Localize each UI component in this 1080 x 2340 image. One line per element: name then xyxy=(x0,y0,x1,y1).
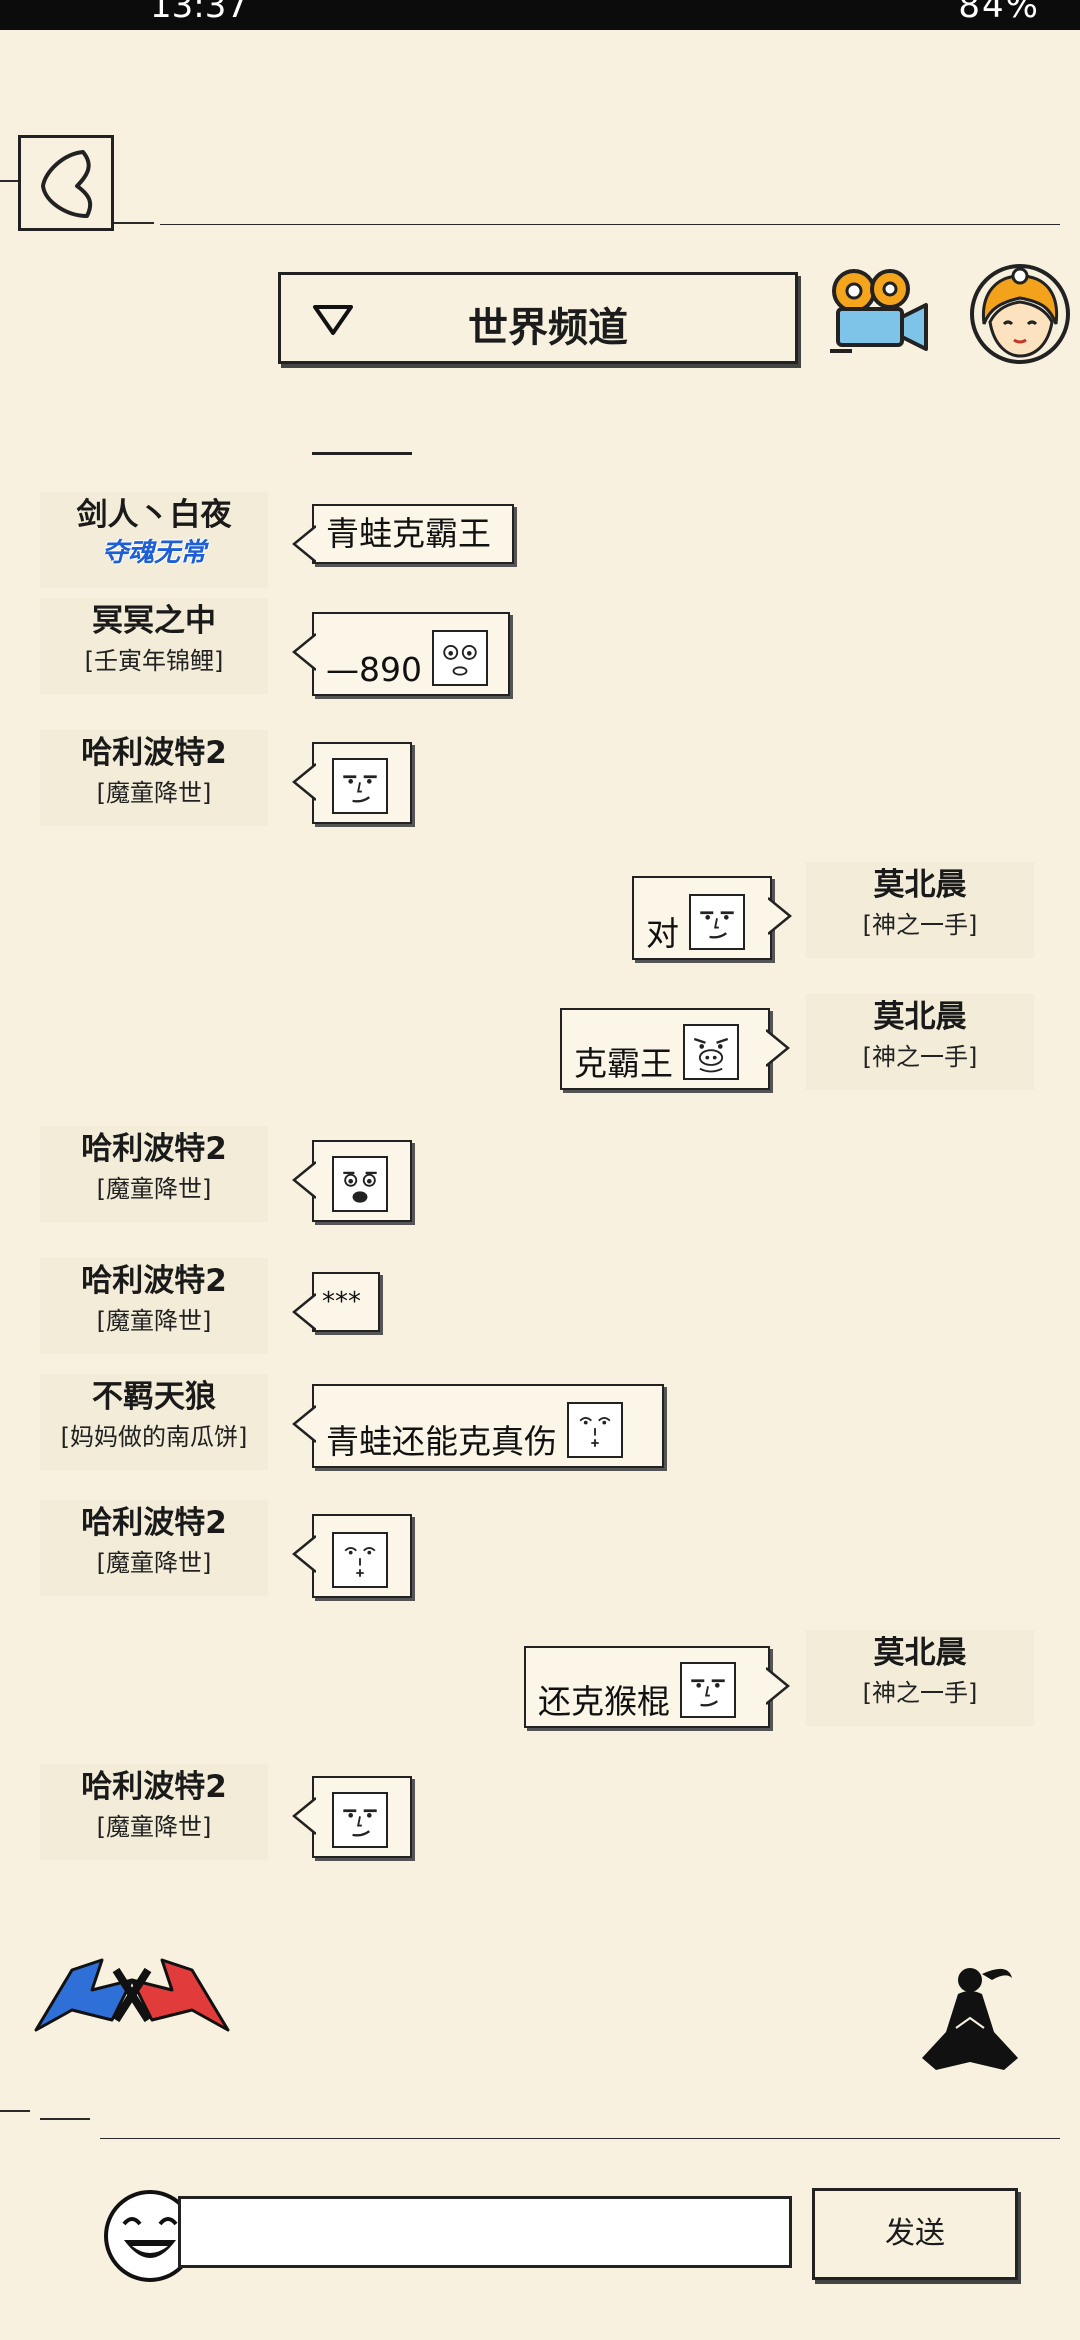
message-text: 克霸王 xyxy=(574,1044,673,1083)
blank-face-icon xyxy=(567,1402,623,1458)
bubble-tail xyxy=(292,763,316,801)
status-time: 13:37 xyxy=(150,0,248,26)
bubble-tail xyxy=(292,1293,316,1331)
history-divider xyxy=(312,452,412,455)
back-button[interactable] xyxy=(18,135,114,231)
sender-name: 哈利波特2 xyxy=(81,1263,227,1299)
versus-emblem-icon xyxy=(34,1958,230,2032)
sender-title-art: 夺魂无常 xyxy=(101,538,206,568)
message-text: *** xyxy=(322,1287,361,1317)
sender-tag: [魔童降世] xyxy=(96,1813,212,1841)
bubble-tail xyxy=(292,1535,316,1573)
face-emoji-icon xyxy=(432,630,488,686)
bubble-tail xyxy=(292,1161,316,1199)
smirk-face-icon xyxy=(332,758,388,814)
sender-tag: [魔童降世] xyxy=(96,779,212,807)
channel-title: 世界频道 xyxy=(468,305,628,351)
sender-tag: [魔童降世] xyxy=(96,1307,212,1335)
sender-info[interactable]: 哈利波特2 [魔童降世] xyxy=(40,730,268,826)
message-bubble[interactable]: 青蛙还能克真伤 xyxy=(292,1384,664,1468)
message-bubble[interactable]: 青蛙克霸王 xyxy=(292,504,514,564)
bubble-tail xyxy=(766,1667,790,1705)
message-bubble[interactable]: —890 xyxy=(292,612,510,696)
sender-info[interactable]: 莫北晨 [神之一手] xyxy=(806,1630,1034,1726)
message-bubble[interactable]: 还克猴棍 xyxy=(524,1646,790,1728)
message-text: 青蛙克霸王 xyxy=(326,514,491,553)
smirk-face-icon xyxy=(332,1792,388,1848)
message-bubble[interactable]: 克霸王 xyxy=(560,1008,790,1090)
bottom-rule-swirl xyxy=(40,2118,90,2120)
send-button[interactable]: 发送 xyxy=(812,2188,1018,2280)
sender-name: 哈利波特2 xyxy=(81,1505,227,1541)
sender-tag: [神之一手] xyxy=(862,911,978,939)
meditating-figure-icon xyxy=(922,1968,1018,2070)
sender-name: 剑人丶白夜 xyxy=(76,497,232,533)
sender-tag: [魔童降世] xyxy=(96,1549,212,1577)
avatar-icon[interactable] xyxy=(968,262,1072,366)
blank-face-icon xyxy=(332,1532,388,1588)
sender-name: 冥冥之中 xyxy=(92,603,216,639)
sender-info[interactable]: 哈利波特2 [魔童降世] xyxy=(40,1500,268,1596)
smirk-face-icon xyxy=(689,894,745,950)
message-bubble[interactable] xyxy=(292,1776,412,1858)
sender-name: 莫北晨 xyxy=(873,867,967,903)
laugh-face-icon xyxy=(332,1156,388,1212)
message-text: 青蛙还能克真伤 xyxy=(326,1422,557,1461)
sender-name: 莫北晨 xyxy=(873,999,967,1035)
sender-info[interactable]: 剑人丶白夜 夺魂无常 xyxy=(40,492,268,588)
sender-name: 哈利波特2 xyxy=(81,1131,227,1167)
sender-tag: [神之一手] xyxy=(862,1679,978,1707)
status-battery: 84% xyxy=(958,0,1040,26)
pig-face-icon xyxy=(683,1024,739,1080)
top-rule-left xyxy=(0,180,18,182)
smirk-face-icon xyxy=(680,1662,736,1718)
sender-name: 哈利波特2 xyxy=(81,1769,227,1805)
top-rule-mid xyxy=(114,222,154,224)
message-text: 对 xyxy=(646,914,679,953)
message-text: —890 xyxy=(326,650,422,689)
status-bar: 13:37 84% xyxy=(0,0,1080,30)
camera-icon[interactable] xyxy=(826,265,936,355)
sender-info[interactable]: 哈利波特2 [魔童降世] xyxy=(40,1764,268,1860)
sender-info[interactable]: 莫北晨 [神之一手] xyxy=(806,994,1034,1090)
dropdown-triangle-icon xyxy=(313,305,353,335)
sender-info[interactable]: 不羁天狼 [妈妈做的南瓜饼] xyxy=(40,1374,268,1470)
sender-tag: [壬寅年锦鲤] xyxy=(84,647,224,675)
message-bubble[interactable] xyxy=(292,1514,412,1598)
message-bubble[interactable] xyxy=(292,742,412,824)
bubble-tail xyxy=(766,1029,790,1067)
sender-tag: [妈妈做的南瓜饼] xyxy=(60,1423,248,1451)
sender-info[interactable]: 冥冥之中 [壬寅年锦鲤] xyxy=(40,598,268,694)
bubble-tail xyxy=(292,1405,316,1443)
bubble-tail xyxy=(292,1797,316,1835)
sender-name: 莫北晨 xyxy=(873,1635,967,1671)
sender-info[interactable]: 哈利波特2 [魔童降世] xyxy=(40,1258,268,1354)
message-bubble[interactable]: 对 xyxy=(632,876,792,960)
message-input[interactable] xyxy=(178,2196,792,2268)
bubble-tail xyxy=(768,897,792,935)
bubble-tail xyxy=(292,633,316,671)
top-rule xyxy=(160,224,1060,225)
sender-info[interactable]: 哈利波特2 [魔童降世] xyxy=(40,1126,268,1222)
bottom-rule-left xyxy=(0,2110,30,2112)
sender-tag: [神之一手] xyxy=(862,1043,978,1071)
sender-tag: [魔童降世] xyxy=(96,1175,212,1203)
message-bubble[interactable] xyxy=(292,1140,412,1222)
channel-selector[interactable]: 世界频道 xyxy=(278,272,798,364)
back-icon xyxy=(41,150,93,218)
sender-name: 哈利波特2 xyxy=(81,735,227,771)
message-bubble[interactable]: *** xyxy=(292,1272,380,1332)
message-text: 还克猴棍 xyxy=(538,1682,670,1721)
sender-name: 不羁天狼 xyxy=(92,1379,216,1415)
sender-info[interactable]: 莫北晨 [神之一手] xyxy=(806,862,1034,958)
bottom-rule xyxy=(100,2138,1060,2139)
bubble-tail xyxy=(292,525,316,563)
